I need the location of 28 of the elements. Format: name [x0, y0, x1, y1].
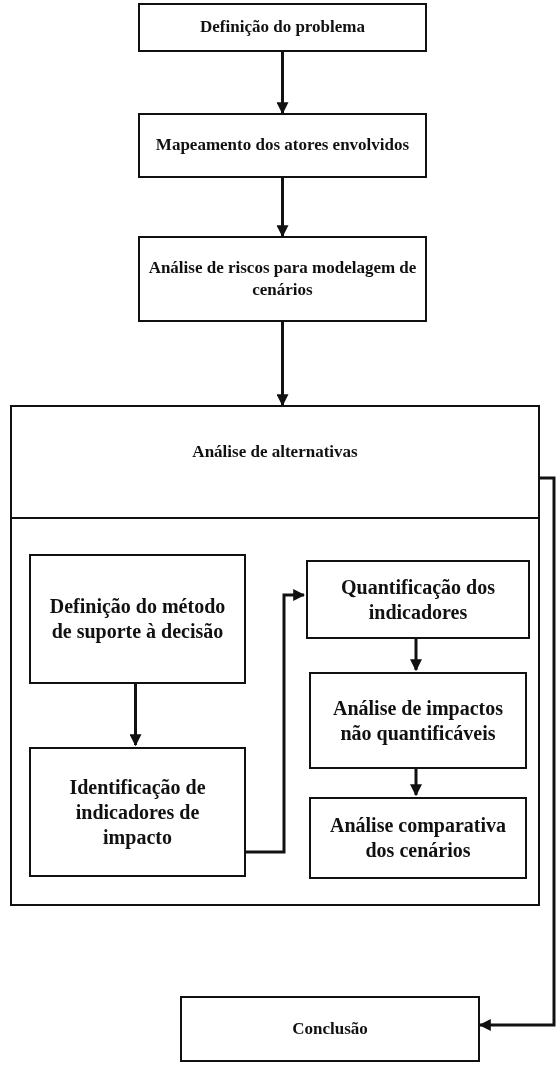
process-box: [29, 554, 246, 684]
box-label: Análise de riscos para modelagem de cenários: [147, 256, 418, 301]
box-label: Mapeamento dos atores envolvidos: [154, 134, 411, 157]
arrow: [410, 637, 422, 672]
group-box: [10, 405, 540, 906]
arrow: [276, 322, 289, 407]
process-box: [306, 560, 530, 639]
process-box: [309, 672, 527, 769]
box-label: Definição do problema: [199, 16, 366, 39]
arrow: [244, 589, 306, 854]
process-box: [29, 747, 246, 877]
box-label: Análise de impactos não quantificáveis: [332, 695, 504, 746]
process-box: [138, 3, 427, 52]
arrow: [276, 178, 289, 238]
box-label: Quantificação dos indicadores: [340, 574, 496, 625]
process-box: [309, 797, 527, 879]
box-label: Identificação de indicadores de impacto: [68, 774, 207, 850]
box-label: Conclusão: [291, 1017, 369, 1040]
process-box: [138, 113, 427, 178]
process-box: [180, 996, 480, 1062]
arrow: [276, 52, 289, 115]
box-label: Definição do método de suporte à decisão: [48, 594, 227, 644]
box-label: Análise comparativa dos cenários: [328, 813, 508, 863]
arrow: [410, 767, 422, 797]
group-title: Análise de alternativas: [192, 441, 358, 463]
arrow: [129, 682, 142, 747]
arrow: [478, 476, 556, 1031]
process-box: [138, 236, 427, 322]
